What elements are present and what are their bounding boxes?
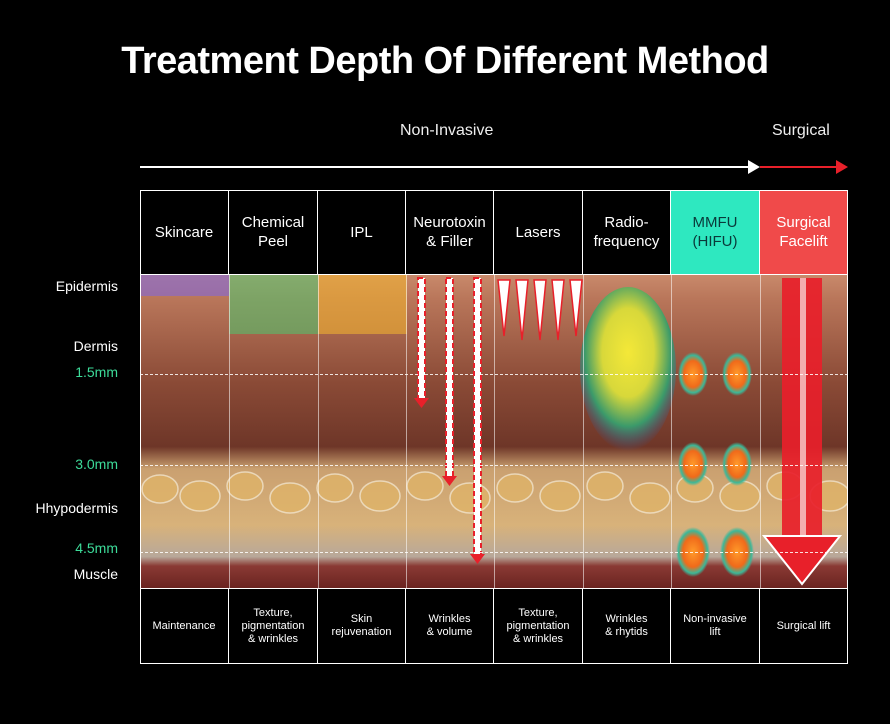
label-hypodermis: Hhypodermis bbox=[35, 500, 118, 516]
header-neurotoxin-filler: Neurotoxin & Filler bbox=[406, 190, 494, 274]
header-radiofrequency: Radio- frequency bbox=[583, 190, 671, 274]
col-sep bbox=[760, 274, 761, 588]
footer-surgical-facelift: Surgical lift bbox=[760, 588, 848, 664]
footer-radiofrequency: Wrinkles & rhytids bbox=[583, 588, 671, 664]
header-mmfu-hifu: MMFU (HIFU) bbox=[671, 190, 760, 274]
surgical-arrow-line bbox=[760, 166, 838, 168]
header-chemical-peel: Chemical Peel bbox=[229, 190, 318, 274]
surgical-depth-arrow bbox=[761, 278, 843, 586]
footer-mmfu-hifu: Non-invasive lift bbox=[671, 588, 760, 664]
footer-divider bbox=[140, 588, 848, 589]
col-sep bbox=[671, 274, 672, 588]
header-divider bbox=[140, 274, 848, 275]
col-sep bbox=[494, 274, 495, 588]
label-depth-3-0mm: 3.0mm bbox=[75, 456, 118, 472]
label-dermis: Dermis bbox=[73, 338, 118, 354]
non-invasive-arrowhead bbox=[748, 160, 760, 174]
neurotoxin-arrows bbox=[414, 277, 485, 564]
col-sep bbox=[229, 274, 230, 588]
page-title: Treatment Depth Of Different Method bbox=[121, 40, 769, 82]
label-muscle: Muscle bbox=[73, 566, 118, 582]
laser-beams bbox=[497, 279, 583, 341]
footer-ipl: Skin rejuvenation bbox=[318, 588, 406, 664]
non-invasive-label: Non-Invasive bbox=[400, 122, 494, 139]
peel-tint bbox=[229, 274, 318, 334]
surgical-label: Surgical bbox=[772, 122, 830, 139]
non-invasive-arrow-line bbox=[140, 166, 752, 168]
col-sep bbox=[583, 274, 584, 588]
ipl-tint bbox=[318, 274, 407, 334]
label-epidermis: Epidermis bbox=[55, 278, 118, 294]
footer-skincare: Maintenance bbox=[140, 588, 229, 664]
footer-chemical-peel: Texture, pigmentation & wrinkles bbox=[229, 588, 318, 664]
label-depth-1-5mm: 1.5mm bbox=[75, 364, 118, 380]
header-ipl: IPL bbox=[318, 190, 406, 274]
surgical-arrowhead bbox=[836, 160, 848, 174]
rf-heat-zone bbox=[580, 287, 676, 451]
footer-neurotoxin-filler: Wrinkles & volume bbox=[406, 588, 494, 664]
skincare-tint bbox=[140, 274, 229, 296]
col-sep bbox=[406, 274, 407, 588]
header-lasers: Lasers bbox=[494, 190, 583, 274]
col-sep bbox=[318, 274, 319, 588]
header-skincare: Skincare bbox=[140, 190, 229, 274]
header-surgical-facelift: Surgical Facelift bbox=[760, 190, 848, 274]
footer-lasers: Texture, pigmentation & wrinkles bbox=[494, 588, 583, 664]
label-depth-4-5mm: 4.5mm bbox=[75, 540, 118, 556]
